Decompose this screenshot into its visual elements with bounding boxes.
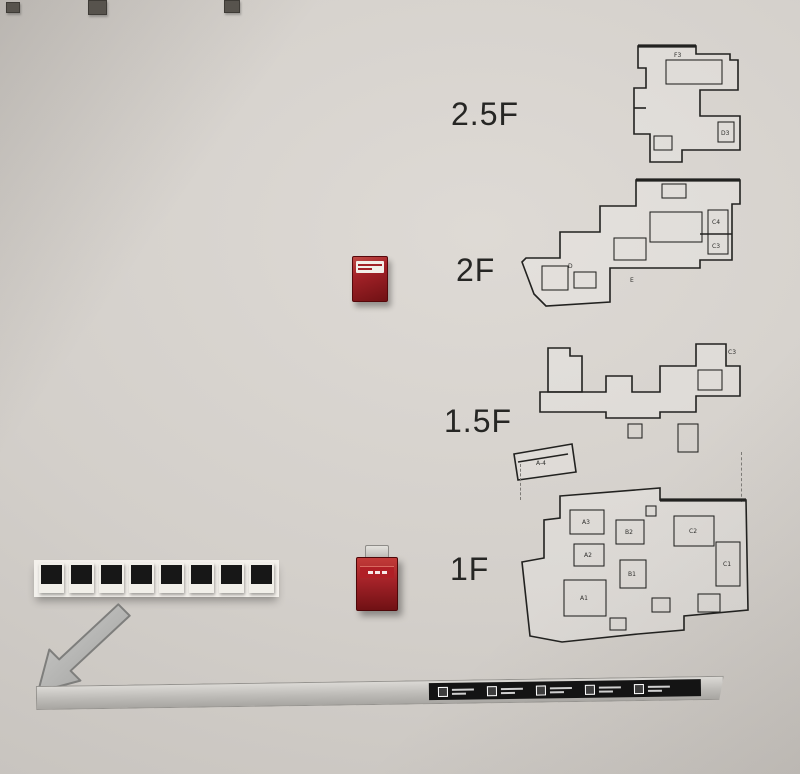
room-label: A-4 (536, 460, 546, 467)
room-label: A2 (584, 552, 592, 559)
legend-caption-illegible (550, 685, 572, 695)
tile (189, 563, 214, 593)
room-label: E (630, 277, 634, 284)
fire-hydrant-box-1f (356, 545, 398, 611)
floor-plan-2-5f: F3 D3 (633, 44, 741, 163)
projection-line (520, 464, 521, 500)
legend-caption-illegible (501, 685, 523, 695)
direction-arrow (37, 603, 131, 693)
pictogram-icon (585, 684, 595, 694)
tile (39, 563, 64, 593)
wall-peg (224, 0, 240, 13)
room-label: B2 (625, 529, 633, 536)
floor-plan-1-5f: A-4 C3 (513, 343, 741, 481)
room-label: F3 (674, 52, 681, 59)
tile-face (101, 565, 122, 584)
pictogram-icon (438, 686, 448, 696)
room-label: C3 (728, 349, 736, 356)
floor-plan-2f: C4 C3 D E (521, 178, 741, 307)
tile-face (191, 565, 212, 584)
tile-face (251, 565, 272, 584)
fire-alarm-box-2f (352, 256, 388, 302)
room-label: D3 (721, 130, 730, 137)
room-label: C4 (712, 219, 720, 226)
tile (99, 563, 124, 593)
alarm-label-illegible (356, 261, 384, 273)
tile (219, 563, 244, 593)
legend-caption-illegible (452, 686, 474, 696)
room-label: C1 (723, 561, 731, 568)
floor-label-2f: 2F (456, 252, 496, 288)
tile (69, 563, 94, 593)
floor-label-2-5f: 2.5F (451, 96, 520, 132)
tile (129, 563, 154, 593)
legend-item-1 (438, 686, 474, 697)
legend-caption-illegible (648, 683, 670, 693)
pictogram-icon (634, 683, 644, 693)
tile (249, 563, 274, 593)
room-label: C3 (712, 243, 720, 250)
tile-face (71, 565, 92, 584)
floor-label-1f: 1F (450, 551, 490, 587)
room-label: A3 (582, 519, 590, 526)
wall-peg (6, 2, 20, 13)
pictogram-icon (536, 685, 546, 695)
legend-item-4 (585, 684, 621, 695)
hydrant-body (356, 557, 398, 611)
floor-plan-1f: A1 A2 A3 B1 B2 C1 C2 (521, 487, 749, 643)
tile-strip (34, 560, 279, 597)
tile-face (221, 565, 242, 584)
legend-item-5 (634, 683, 670, 694)
legend-strip (429, 679, 701, 700)
floor-label-1-5f: 1.5F (444, 403, 513, 439)
tile (159, 563, 184, 593)
tile-face (161, 565, 182, 584)
arrow-shape (37, 603, 131, 693)
projection-line (741, 452, 742, 502)
legend-item-2 (487, 685, 523, 696)
hydrant-label-illegible (360, 566, 394, 578)
room-label: C2 (689, 528, 697, 535)
room-label: A1 (580, 595, 588, 602)
room-label: D (568, 263, 573, 270)
legend-item-3 (536, 685, 572, 696)
wall-peg (88, 0, 107, 15)
tile-face (41, 565, 62, 584)
room-label: B1 (628, 571, 636, 578)
tile-face (131, 565, 152, 584)
pictogram-icon (487, 686, 497, 696)
legend-caption-illegible (599, 684, 621, 694)
